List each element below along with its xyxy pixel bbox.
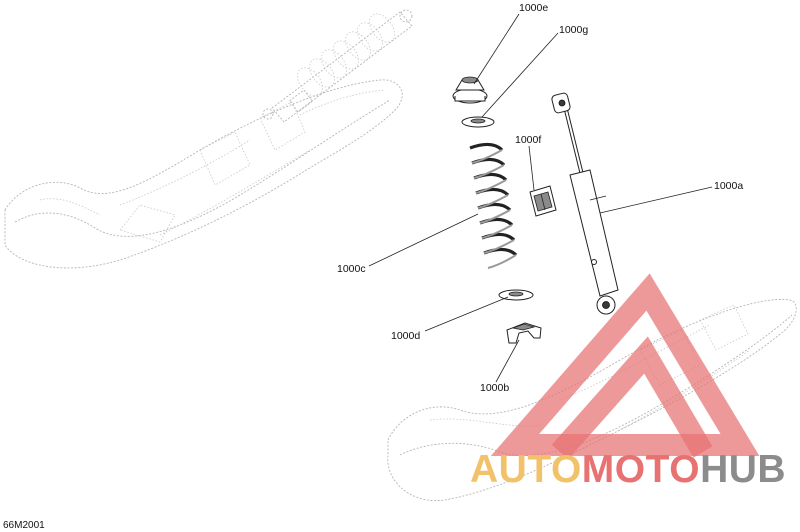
callout-1000f[interactable]: 1000f (515, 134, 541, 146)
callout-1000e[interactable]: 1000e (519, 2, 548, 14)
callout-1000a[interactable]: 1000a (714, 180, 743, 192)
leader-lines (368, 13, 713, 383)
figure-code: 66M2001 (3, 520, 45, 531)
lower-retainer[interactable] (506, 322, 542, 344)
watermark-logo (490, 273, 760, 460)
upper-spring-seat[interactable] (461, 116, 495, 128)
callout-1000c[interactable]: 1000c (337, 263, 366, 275)
callout-1000b[interactable]: 1000b (480, 382, 509, 394)
watermark-hub: HUB (700, 448, 786, 491)
watermark-text: AUTOMOTOHUB (470, 448, 786, 491)
watermark-moto: MOTO (582, 448, 700, 491)
bump-stop[interactable] (529, 185, 557, 217)
callout-1000d[interactable]: 1000d (391, 330, 420, 342)
upper-spring-cap[interactable] (452, 76, 488, 104)
shock-absorber[interactable] (551, 92, 619, 315)
coil-spring[interactable] (469, 142, 518, 269)
shock-ghost-assembled (262, 9, 413, 123)
ski-ghost-upper (4, 79, 403, 269)
callout-1000g[interactable]: 1000g (559, 24, 588, 36)
watermark-auto: AUTO (470, 448, 582, 491)
